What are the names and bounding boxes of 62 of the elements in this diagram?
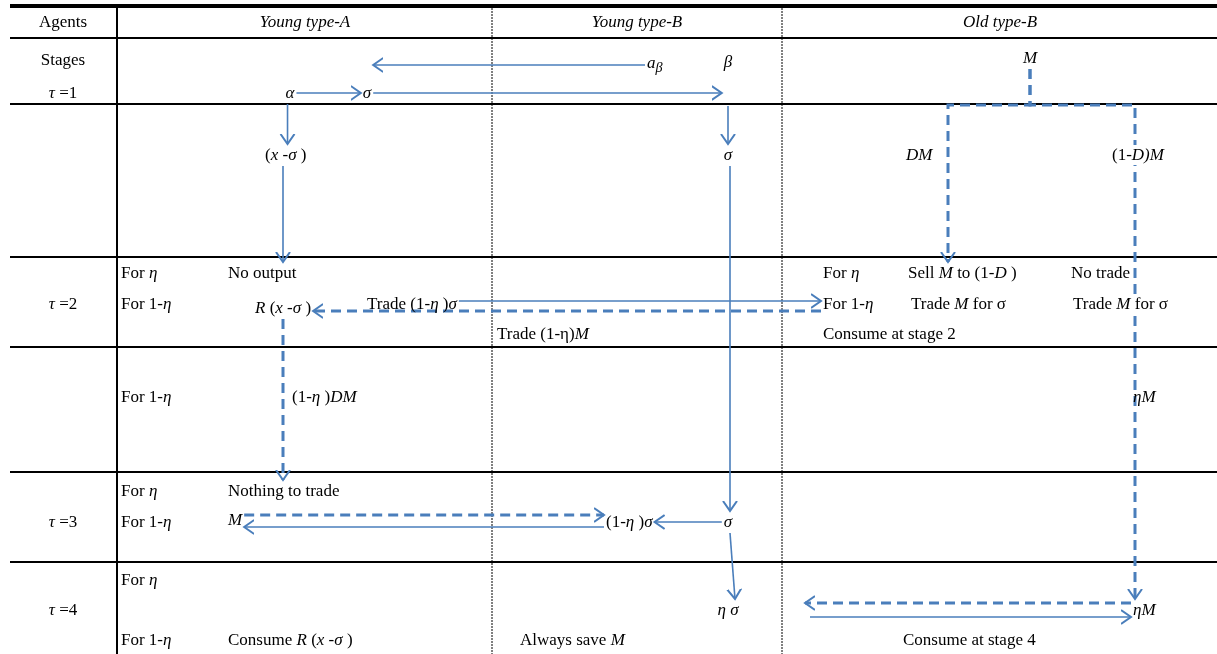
math-label: a$_{β}$ [647, 52, 663, 78]
math-label: σ [723, 145, 733, 165]
line-label: (1-D)M [1112, 145, 1164, 165]
arrow [372, 57, 646, 73]
math-label: σ [362, 53, 372, 103]
math-label: R (x -σ ) [255, 298, 312, 318]
column-header: Old type-B [962, 12, 1038, 32]
dashed-arrow [312, 303, 821, 319]
cell-text: Consume at stage 2 [823, 324, 956, 344]
arrow [243, 519, 605, 535]
cell-text: For 1-η [121, 294, 172, 314]
math-label: Nothing to trade [228, 481, 340, 501]
column-header: Young type-B [591, 12, 683, 32]
dashed-arrow [275, 319, 291, 481]
math-label: Sell M to (1-D ) [908, 263, 1017, 283]
arrow [372, 85, 723, 101]
cell-text: For 1-η [121, 630, 172, 650]
arrow [275, 165, 291, 263]
stage-label: τ =2 [48, 294, 78, 314]
cell-text: For 1-η [121, 387, 172, 407]
math-label: α [285, 83, 295, 103]
cell-text: Always save M [520, 630, 625, 650]
math-label: (x -σ ) [265, 145, 307, 165]
arrow [279, 103, 296, 145]
arrow [809, 609, 1132, 625]
column-header: Agents [38, 12, 88, 32]
stage-label: τ =4 [48, 600, 78, 620]
stage-label: τ =3 [48, 512, 78, 532]
arrow [458, 293, 822, 309]
row-header: Stages [40, 50, 86, 70]
cell-text: For η [823, 263, 860, 283]
cell-text: For η [121, 570, 158, 590]
cell-text: Consume at stage 4 [903, 630, 1036, 650]
line-label: ηM [1133, 387, 1156, 407]
math-label: η σ [717, 600, 739, 620]
math-label: No output [228, 263, 297, 283]
math-label: M [1022, 48, 1038, 68]
math-label: M [228, 510, 243, 530]
dashed-arrow [1028, 69, 1143, 600]
cell-text: Consume R (x -σ ) [228, 630, 353, 650]
column-header: Young type-A [259, 12, 351, 32]
math-label: σ [723, 512, 733, 532]
dashed-arrow [244, 507, 605, 523]
dashed-arrow [804, 595, 1131, 611]
arrow [653, 514, 723, 530]
cell-text: For 1-η [121, 512, 172, 532]
line-label: DM [906, 145, 933, 165]
cell-text: Trade M for σ [911, 294, 1006, 314]
cell-text: For η [121, 263, 158, 283]
arrow [726, 532, 743, 600]
stage-label: τ =1 [48, 83, 78, 103]
math-label: (1-η )σ [606, 512, 653, 532]
math-label: Trade (1-η )σ [367, 294, 457, 314]
math-label: β [723, 52, 733, 104]
cell-text: (1-η )DM [292, 387, 357, 407]
cell-text: For η [121, 481, 158, 501]
math-label: ηM [1133, 600, 1156, 620]
arrow [295, 85, 362, 101]
math-label: For 1-η [823, 294, 874, 314]
cell-text: Trade (1-η)M [497, 324, 589, 344]
arrow [720, 105, 736, 145]
arrow [722, 165, 738, 512]
